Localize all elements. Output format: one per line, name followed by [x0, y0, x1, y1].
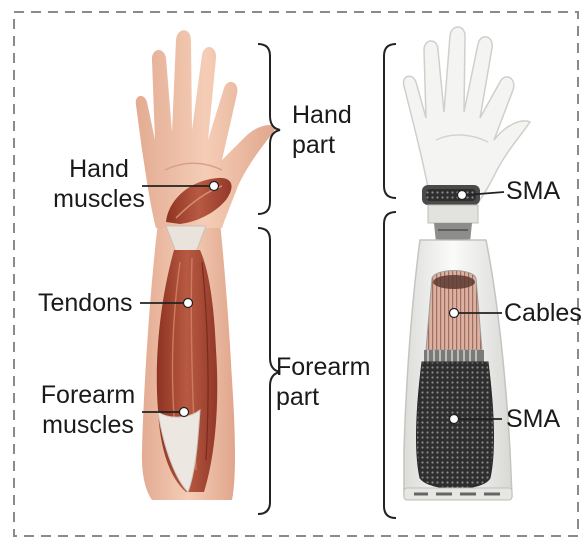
robot-forearm-bracket: [384, 212, 396, 518]
tendons-dot: [184, 299, 193, 308]
forearm-muscles-label: Forearm muscles: [36, 380, 140, 440]
cables-dot: [450, 309, 459, 318]
robot-hand-bracket: [384, 44, 396, 198]
hand-muscles-label-line1: Hand: [50, 154, 148, 184]
sma-forearm-dot: [450, 415, 459, 424]
forearm-part-label: Forearm part: [276, 352, 370, 412]
cables-label: Cables: [504, 298, 582, 328]
hand-muscles-label: Hand muscles: [50, 154, 148, 214]
forearm-muscles-label-line1: Forearm: [36, 380, 140, 410]
hand-muscles-dot: [210, 182, 219, 191]
forearm-part-label-line1: Forearm: [276, 352, 370, 382]
hand-part-label-line2: part: [292, 130, 352, 160]
hand-muscles-label-line2: muscles: [50, 184, 148, 214]
sma-forearm-label: SMA: [506, 404, 560, 434]
hand-part-label: Hand part: [292, 100, 352, 160]
forearm-sma-mesh: [416, 362, 493, 489]
hand-part-label-line1: Hand: [292, 100, 352, 130]
forearm-muscles-label-line2: muscles: [36, 410, 140, 440]
forearm-part-label-line2: part: [276, 382, 370, 412]
human-arm-illustration: [136, 30, 276, 500]
sma-hand-dot: [458, 191, 467, 200]
forearm-muscles-dot: [180, 408, 189, 417]
robot-hand-shell: [403, 27, 530, 200]
tendons-label: Tendons: [38, 288, 133, 318]
sma-hand-label: SMA: [506, 176, 560, 206]
